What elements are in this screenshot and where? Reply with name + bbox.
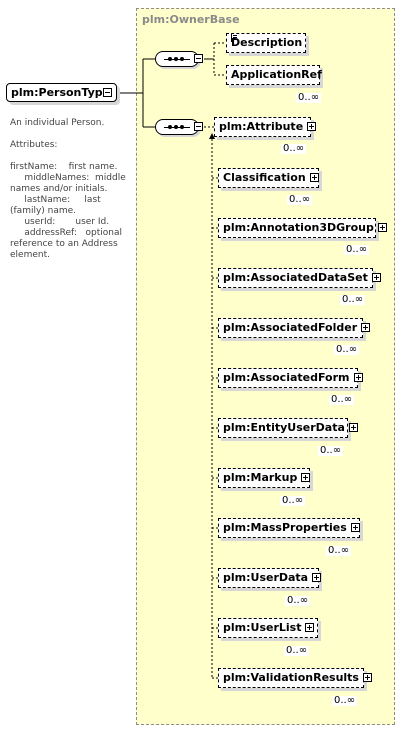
element-label: plm:ValidationResults (223, 671, 359, 684)
collapse-icon[interactable] (194, 122, 203, 131)
element-applicationref[interactable]: ApplicationRef (226, 65, 322, 85)
element-markup[interactable]: plm:Markup (218, 468, 311, 488)
element-label: plm:AssociatedFolder (223, 321, 358, 334)
element-associatedform[interactable]: plm:AssociatedForm (218, 368, 363, 388)
element-massproperties[interactable]: plm:MassProperties (218, 518, 360, 538)
element-entityuserdata[interactable]: plm:EntityUserData (218, 418, 358, 438)
element-label: plm:UserData (223, 571, 309, 584)
cardinality-label: 0..∞ (287, 194, 313, 205)
expand-icon[interactable] (348, 422, 358, 432)
element-label: plm:Markup (223, 471, 298, 484)
expand-icon[interactable] (312, 572, 322, 582)
sequence-compositor-2[interactable] (155, 119, 203, 135)
cardinality-label: 0..∞ (296, 92, 322, 103)
collapse-icon[interactable] (194, 54, 203, 63)
cardinality-label: 0..∞ (318, 445, 344, 456)
root-label: plm:PersonType (11, 86, 111, 99)
expand-icon[interactable] (377, 222, 387, 232)
documentation-icon (231, 34, 238, 42)
cardinality-label: 0..∞ (334, 344, 360, 355)
element-label: plm:Attribute (219, 120, 304, 133)
expand-icon[interactable] (361, 322, 371, 332)
cardinality-label: 0..∞ (340, 294, 366, 305)
expand-icon[interactable] (305, 622, 315, 632)
sequence-compositor-1[interactable] (155, 51, 203, 67)
expand-icon[interactable] (371, 272, 381, 282)
cardinality-label: 0..∞ (332, 695, 358, 706)
root-element[interactable]: plm:PersonType (6, 83, 117, 102)
element-classification[interactable]: Classification (218, 168, 319, 188)
cardinality-label: 0..∞ (344, 244, 370, 255)
collapse-icon[interactable] (103, 88, 112, 97)
expand-icon[interactable] (307, 121, 317, 131)
element-label: Classification (223, 171, 306, 184)
element-associatedfolder[interactable]: plm:AssociatedFolder (218, 318, 371, 338)
element-description[interactable]: Description (226, 33, 306, 53)
expand-icon[interactable] (309, 172, 319, 182)
element-userlist[interactable]: plm:UserList (218, 618, 318, 638)
element-validationresults[interactable]: plm:ValidationResults (218, 668, 372, 688)
arrow-head (209, 133, 215, 139)
cardinality-label: 0..∞ (329, 394, 355, 405)
element-label: ApplicationRef (231, 68, 322, 81)
cardinality-label: 0..∞ (326, 545, 352, 556)
element-annotation3dgroup[interactable]: plm:Annotation3DGroup (218, 218, 387, 238)
cardinality-label: 0..∞ (284, 645, 310, 656)
cardinality-label: 0..∞ (281, 143, 307, 154)
expand-icon[interactable] (362, 672, 372, 682)
element-attribute[interactable]: plm:Attribute (214, 117, 317, 137)
documentation-text: An individual Person. Attributes: firstN… (10, 118, 126, 260)
element-label: Description (231, 36, 303, 49)
expand-icon[interactable] (350, 522, 360, 532)
element-label: plm:MassProperties (223, 521, 347, 534)
element-label: plm:Annotation3DGroup (223, 221, 374, 234)
cardinality-label: 0..∞ (280, 495, 306, 506)
cardinality-label: 0..∞ (285, 595, 311, 606)
element-label: plm:EntityUserData (223, 421, 345, 434)
element-userdata[interactable]: plm:UserData (218, 568, 322, 588)
element-associateddataset[interactable]: plm:AssociatedDataSet (218, 268, 381, 288)
expand-icon[interactable] (301, 472, 311, 482)
expand-icon[interactable] (353, 372, 363, 382)
element-label: plm:UserList (223, 621, 302, 634)
element-label: plm:AssociatedDataSet (223, 271, 368, 284)
group-title: plm:OwnerBase (142, 13, 240, 26)
element-label: plm:AssociatedForm (223, 371, 350, 384)
